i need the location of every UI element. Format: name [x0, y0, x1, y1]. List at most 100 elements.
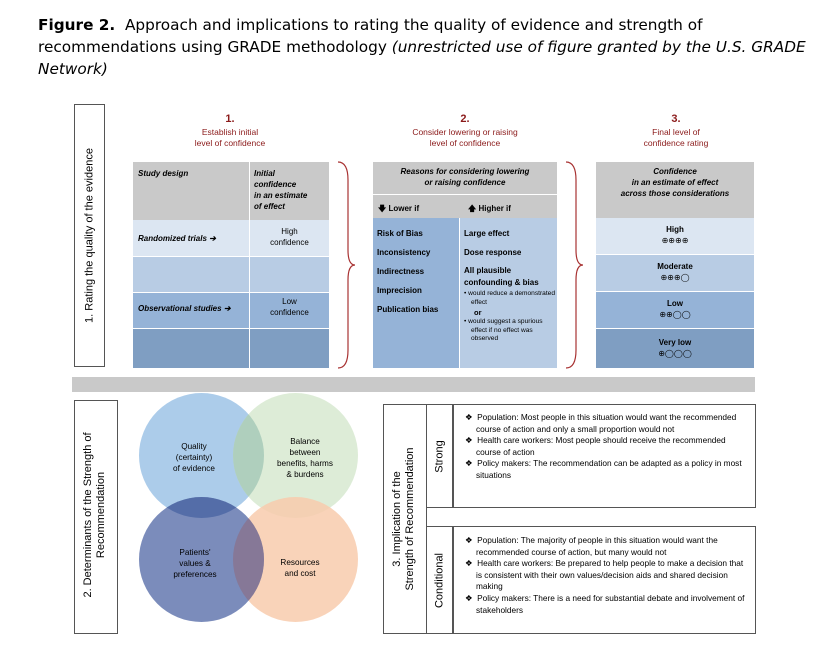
confidence-level-label: Moderate — [657, 262, 693, 271]
confidence-low: Low ⊕⊕◯◯ — [596, 292, 754, 328]
lower-item: Imprecision — [377, 286, 422, 295]
caption-credit: (unrestricted use of figure granted by t… — [38, 38, 806, 78]
col3-title-1: Final level of — [652, 127, 700, 137]
col3-table: Confidence in an estimate of effect acro… — [596, 162, 754, 368]
col1-hline-2 — [133, 292, 329, 293]
diamond-bullet-icon: ❖ — [465, 435, 473, 446]
values-circle-label: Patients' values & preferences — [173, 548, 217, 579]
confidence-moderate: Moderate ⊕⊕⊕◯ — [596, 255, 754, 291]
col1-heading: 1. Establish initial level of confidence — [150, 114, 310, 149]
diamond-bullet-icon: ❖ — [465, 558, 473, 569]
conditional-box: ❖ Population: The majority of people in … — [453, 526, 756, 634]
brace-2 — [565, 161, 584, 369]
col1-row-2 — [133, 256, 329, 292]
confidence-symbols: ⊕⊕⊕◯ — [660, 273, 690, 282]
quality-circle-label: Quality (certainty) of evidence — [173, 442, 215, 473]
lower-if-label: 🡇 Lower if — [378, 204, 420, 213]
caption-text: Approach and implications to rating the … — [38, 16, 703, 56]
col2-header-text: Reasons for considering lowering or rais… — [400, 167, 530, 187]
strong-item: ❖ Population: Most people in this situat… — [465, 412, 737, 434]
higher-if-label: 🡅 Higher if — [468, 204, 511, 213]
higher-subitems: • would reduce a demonstrated effect or … — [464, 290, 556, 342]
lower-item: Indirectness — [377, 267, 425, 276]
arrow-icon: ➔ — [209, 234, 216, 243]
col1-row-1 — [133, 220, 329, 256]
caption-label: Figure 2. — [38, 16, 116, 34]
conditional-item: ❖ Policy makers: There is a need for sub… — [465, 592, 745, 615]
col1-header-row — [133, 162, 329, 220]
strong-item: ❖ Policy makers: The recommendation can … — [465, 458, 742, 480]
col2-number: 2. — [460, 113, 470, 125]
lower-item: Inconsistency — [377, 248, 431, 257]
confidence-symbols: ⊕⊕⊕⊕ — [661, 236, 689, 245]
lower-column — [373, 218, 459, 368]
lower-item: Risk of Bias — [377, 229, 423, 238]
col3-heading: 3. Final level of confidence rating — [596, 114, 756, 149]
arrow-up-icon: 🡅 — [468, 204, 477, 213]
confidence-symbols: ⊕◯◯◯ — [658, 349, 692, 358]
col3-number: 3. — [671, 113, 681, 125]
low-confidence-label: Low confidence — [270, 297, 309, 317]
col2-table: Reasons for considering lowering or rais… — [373, 162, 557, 368]
col3-header-text: Confidence in an estimate of effect acro… — [620, 167, 730, 198]
col2-subheader-row — [373, 194, 557, 218]
col2-heading: 2. Consider lowering or raising level of… — [385, 114, 545, 149]
section2-side-panel — [74, 400, 118, 634]
higher-items: Large effect Dose response All plausible… — [464, 224, 556, 289]
confidence-very-low: Very low ⊕◯◯◯ — [596, 329, 754, 368]
diamond-bullet-icon: ❖ — [465, 535, 473, 545]
col1-hline-3 — [133, 328, 329, 329]
strong-label: Strong — [433, 440, 446, 473]
section3-side-panel — [383, 404, 427, 634]
confidence-high: High ⊕⊕⊕⊕ — [596, 218, 754, 254]
arrow-icon: ➔ — [223, 304, 231, 313]
venn-overlaps — [139, 393, 264, 622]
resources-circle-label: Resources and cost — [280, 558, 320, 578]
confidence-symbols: ⊕⊕◯◯ — [659, 310, 691, 319]
confidence-level-label: High — [666, 225, 684, 234]
confidence-level-label: Low — [667, 299, 683, 308]
conditional-item: ❖ Health care workers: Be prepared to he… — [465, 558, 744, 592]
figure-caption: Figure 2. Approach and implications to r… — [38, 14, 818, 80]
higher-item: Dose response — [464, 248, 522, 257]
brace-1 — [337, 161, 356, 369]
balance-circle-label: Balance between benefits, harms & burden… — [277, 437, 333, 479]
col1-title-2: level of confidence — [194, 138, 266, 148]
col1-header-right: Initial confidence in an estimate of eff… — [254, 169, 308, 211]
lower-item: Publication bias — [377, 305, 439, 314]
col3-title-2: confidence rating — [643, 138, 709, 148]
col1-table: Study design Initial confidence in an es… — [133, 162, 329, 368]
arrow-down-icon: 🡇 — [378, 204, 387, 213]
high-confidence-label: High confidence — [270, 227, 309, 247]
higher-item: confounding & bias — [464, 278, 539, 287]
diamond-bullet-icon: ❖ — [465, 592, 473, 603]
higher-column — [460, 218, 557, 368]
strong-item: ❖ Health care workers: Most people shoul… — [465, 435, 726, 457]
higher-item: All plausible — [464, 266, 512, 275]
conditional-item: ❖ Population: The majority of people in … — [465, 535, 718, 557]
section1-side-panel — [74, 104, 105, 367]
col3-header-row — [596, 162, 754, 218]
col2-title-1: Consider lowering or raising — [412, 127, 518, 137]
col1-hline-1 — [133, 256, 329, 257]
section3-side-label: 3. Implication of the Strength of Recomm… — [391, 447, 416, 591]
col1-divider — [249, 162, 250, 368]
higher-item: Large effect — [464, 229, 510, 238]
observational-studies-label: Observational studies ➔ — [138, 304, 231, 313]
col1-number: 1. — [225, 113, 235, 125]
separator-bar — [72, 377, 755, 392]
col1-title-1: Establish initial — [201, 127, 259, 137]
section2-side-label: 2. Determinants of the Strength of Recom… — [82, 432, 107, 598]
diamond-bullet-icon: ❖ — [465, 458, 473, 469]
col2-subheader-line — [373, 194, 557, 195]
strong-label-panel — [426, 404, 453, 508]
confidence-level-label: Very low — [658, 338, 692, 347]
col2-header-row — [373, 162, 557, 194]
col1-row-4 — [133, 328, 329, 368]
randomized-trials-label: Randomized trials ➔ — [138, 234, 216, 243]
conditional-label-panel — [426, 526, 453, 634]
lower-items: Risk of Bias Inconsistency Indirectness … — [377, 224, 459, 319]
col2-title-2: level of confidence — [429, 138, 501, 148]
diamond-bullet-icon: ❖ — [465, 412, 473, 422]
strong-box: ❖ Population: Most people in this situat… — [453, 404, 756, 508]
